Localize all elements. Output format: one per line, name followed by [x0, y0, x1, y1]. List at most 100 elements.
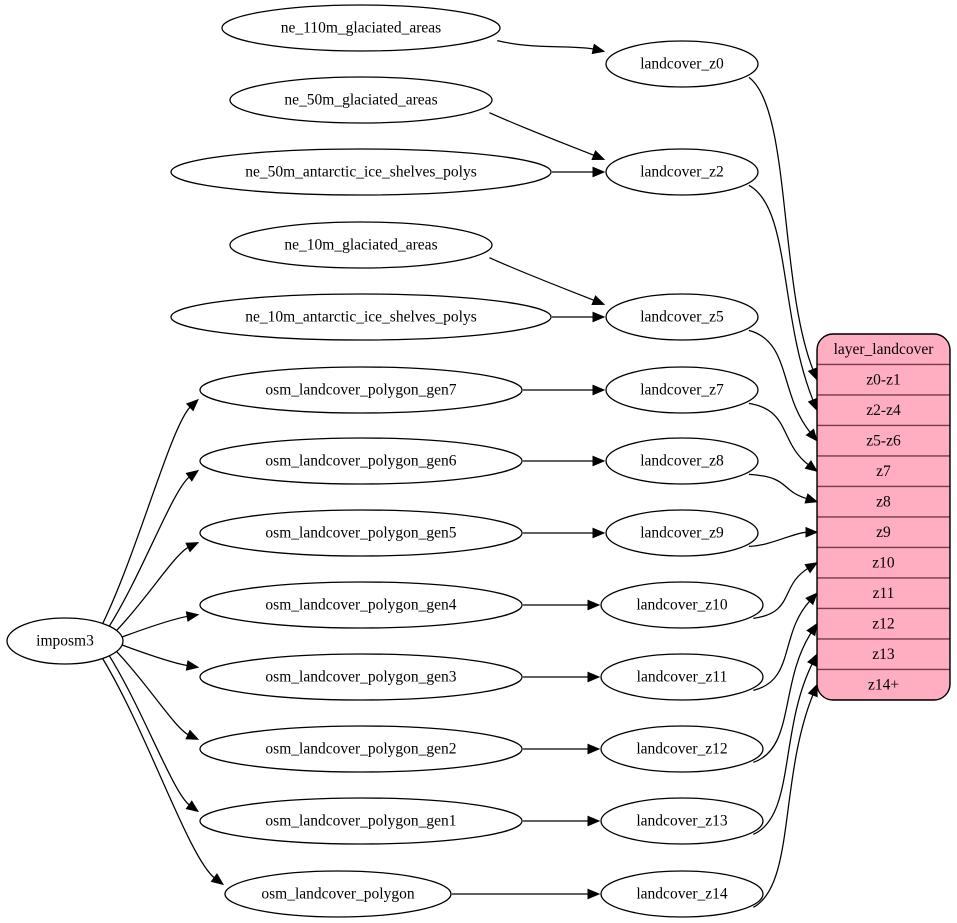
edge-arrowhead: [592, 311, 606, 323]
edge-ne_10m_antarctic_ice_shelves_polys-to-landcover_z5: [552, 311, 606, 323]
node-ne_50m_antarctic_ice_shelves_polys[interactable]: ne_50m_antarctic_ice_shelves_polys: [170, 148, 552, 196]
edge-arrowhead: [591, 295, 606, 306]
table-row-z7[interactable]: [817, 455, 950, 488]
node-shape: [600, 870, 764, 918]
node-ne_110m_glaciated_areas[interactable]: ne_110m_glaciated_areas: [221, 4, 501, 52]
edge-arrowhead: [804, 460, 819, 473]
node-label: ne_10m_antarctic_ice_shelves_polys: [245, 309, 477, 326]
node-osm_landcover_polygon_gen3[interactable]: osm_landcover_polygon_gen3: [199, 653, 523, 701]
node-landcover_z12[interactable]: landcover_z12: [600, 725, 764, 773]
table-row-z13[interactable]: [817, 638, 950, 671]
node-ne_10m_glaciated_areas[interactable]: ne_10m_glaciated_areas: [229, 221, 493, 269]
node-shape: [229, 76, 493, 124]
edge-line: [748, 402, 810, 466]
node-landcover_z5[interactable]: landcover_z5: [605, 293, 759, 341]
table-row-z5-z6[interactable]: [817, 424, 950, 457]
node-shape: [600, 581, 764, 629]
edge-line: [748, 76, 814, 371]
table-row-label: z13: [872, 646, 895, 663]
node-landcover_z0[interactable]: landcover_z0: [605, 40, 759, 88]
table-row-label: z9: [876, 524, 891, 541]
edge-arrowhead: [185, 611, 200, 622]
edge-line: [489, 257, 595, 302]
edge-imposm3-to-osm_landcover_polygon_gen2: [115, 650, 200, 740]
node-osm_landcover_polygon_gen1[interactable]: osm_landcover_polygon_gen1: [199, 797, 523, 845]
node-label: landcover_z0: [640, 56, 724, 73]
edge-arrowhead: [804, 493, 819, 504]
table-row-z12[interactable]: [817, 607, 950, 640]
table-row-z0-z1[interactable]: [817, 363, 950, 396]
edge-line: [752, 693, 814, 908]
edge-line: [753, 662, 814, 835]
edge-line: [101, 406, 192, 625]
table-row-label: z10: [872, 554, 895, 571]
node-osm_landcover_polygon_gen6[interactable]: osm_landcover_polygon_gen6: [199, 437, 523, 485]
edge-line: [101, 657, 216, 879]
node-label: ne_50m_antarctic_ice_shelves_polys: [245, 164, 477, 181]
edge-osm_landcover_polygon_gen7-to-landcover_z7: [523, 384, 606, 396]
table-row-z10[interactable]: [817, 546, 950, 579]
node-shape: [199, 797, 523, 845]
node-label: landcover_z8: [640, 453, 724, 470]
edge-line: [748, 473, 808, 500]
edge-landcover_z13-to-layer_landcover_z13: [753, 653, 818, 835]
edge-arrowhead: [804, 562, 819, 574]
node-shape: [605, 437, 759, 485]
node-label: ne_10m_glaciated_areas: [284, 237, 437, 254]
node-osm_landcover_polygon[interactable]: osm_landcover_polygon: [224, 870, 452, 918]
edge-arrowhead: [587, 599, 601, 611]
edge-ne_50m_glaciated_areas-to-landcover_z2: [489, 112, 606, 161]
node-shape: [199, 581, 523, 629]
node-osm_landcover_polygon_gen2[interactable]: osm_landcover_polygon_gen2: [199, 725, 523, 773]
table-row-z14+[interactable]: [817, 668, 950, 701]
table-row-label: z8: [876, 493, 891, 510]
node-label: osm_landcover_polygon_gen6: [265, 453, 456, 470]
node-shape: [605, 366, 759, 414]
node-imposm3[interactable]: imposm3: [6, 617, 124, 665]
node-landcover_z11[interactable]: landcover_z11: [600, 653, 764, 701]
edge-osm_landcover_polygon_gen6-to-landcover_z8: [523, 455, 606, 467]
node-label: landcover_z14: [636, 886, 727, 903]
edge-arrowhead: [592, 527, 606, 539]
edge-osm_landcover_polygon_gen2-to-landcover_z12: [522, 743, 601, 755]
edge-line: [120, 644, 189, 667]
node-label: osm_landcover_polygon_gen2: [265, 741, 456, 758]
table-row-z9[interactable]: [817, 516, 950, 549]
node-ne_10m_antarctic_ice_shelves_polys[interactable]: ne_10m_antarctic_ice_shelves_polys: [170, 293, 552, 341]
edge-line: [753, 567, 809, 619]
node-landcover_z10[interactable]: landcover_z10: [600, 581, 764, 629]
edge-arrowhead: [805, 592, 818, 606]
edge-arrowhead: [587, 888, 601, 900]
node-label: landcover_z5: [640, 309, 724, 326]
edge-line: [753, 600, 811, 691]
nodes-layer: imposm3 ne_110m_glaciated_areas ne_50m_gla…: [6, 4, 764, 918]
node-landcover_z13[interactable]: landcover_z13: [600, 797, 764, 845]
node-shape: [170, 148, 552, 196]
node-osm_landcover_polygon_gen5[interactable]: osm_landcover_polygon_gen5: [199, 509, 523, 557]
edge-arrowhead: [592, 166, 606, 178]
edge-imposm3-to-osm_landcover_polygon_gen4: [120, 611, 200, 638]
node-landcover_z7[interactable]: landcover_z7: [605, 366, 759, 414]
node-label: osm_landcover_polygon_gen7: [265, 382, 456, 399]
node-landcover_z14[interactable]: landcover_z14: [600, 870, 764, 918]
node-osm_landcover_polygon_gen4[interactable]: osm_landcover_polygon_gen4: [199, 581, 523, 629]
edge-landcover_z2-to-layer_landcover_z2-z4: [748, 184, 818, 412]
node-shape: [170, 293, 552, 341]
node-ne_50m_glaciated_areas[interactable]: ne_50m_glaciated_areas: [229, 76, 493, 124]
edge-imposm3-to-osm_landcover_polygon: [101, 657, 225, 886]
table-row-z11[interactable]: [817, 577, 950, 610]
node-landcover_z2[interactable]: landcover_z2: [605, 148, 759, 196]
edge-line: [108, 654, 191, 806]
layer-landcover-table[interactable]: layer_landcoverz0-z1z2-z4z5-z6z7z8z9z10z…: [817, 334, 950, 700]
edge-arrowhead: [185, 729, 200, 740]
node-osm_landcover_polygon_gen7[interactable]: osm_landcover_polygon_gen7: [199, 366, 523, 414]
node-landcover_z9[interactable]: landcover_z9: [605, 509, 759, 557]
edge-line: [497, 40, 595, 50]
node-label: osm_landcover_polygon_gen3: [265, 669, 456, 686]
edge-arrowhead: [185, 469, 200, 482]
edge-imposm3-to-osm_landcover_polygon_gen7: [101, 398, 199, 625]
node-label: ne_50m_glaciated_areas: [284, 92, 437, 109]
edge-arrowhead: [591, 43, 606, 55]
node-landcover_z8[interactable]: landcover_z8: [605, 437, 759, 485]
